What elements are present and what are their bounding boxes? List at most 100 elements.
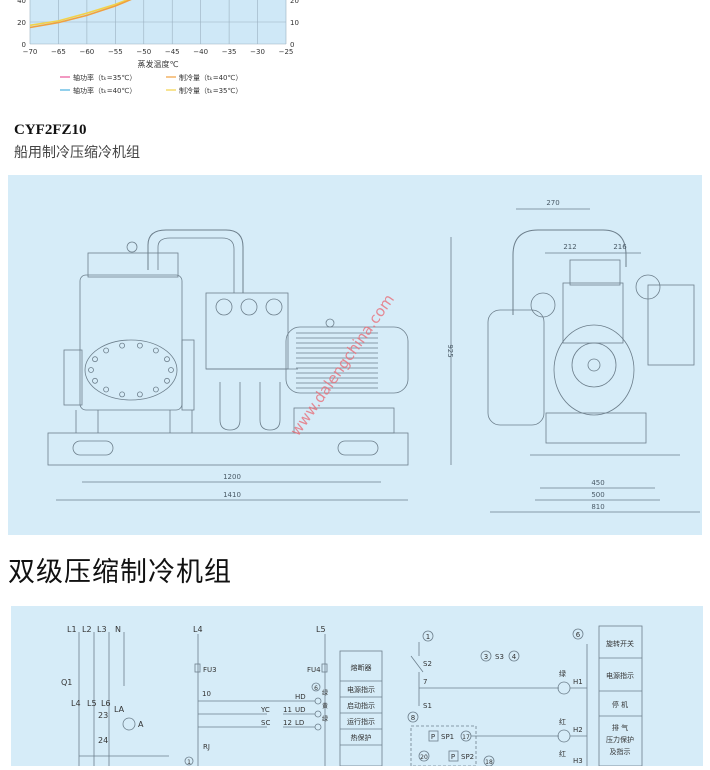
node-4: [508, 650, 520, 662]
label-l2: L2: [82, 625, 92, 634]
dim-500: 500: [591, 491, 604, 499]
oil-separator-left: [219, 382, 241, 431]
label-yc: YC: [260, 706, 270, 714]
label-7: 7: [423, 678, 427, 686]
legend-mid-1: 电源指示: [347, 685, 375, 694]
label-l6-left: L6: [101, 699, 111, 708]
legend: 轴功率（tₖ=35℃）制冷量（tₖ=40℃）轴功率（tₖ=40℃）制冷量（tₖ=…: [60, 73, 242, 95]
label-h2: H2: [573, 726, 583, 734]
label-p1: P: [431, 733, 435, 741]
legend-table-right: [598, 625, 643, 767]
valve-left: [530, 292, 556, 318]
y-right-tick-label: 0: [290, 41, 294, 49]
motor-fins: [296, 332, 378, 389]
section-title: 双级压缩制冷机组: [8, 557, 232, 588]
label-fu4: FU4: [307, 666, 321, 674]
x-tick-label: −30: [250, 48, 265, 56]
node-4-label: 4: [512, 653, 517, 661]
dim-270: 270: [546, 199, 559, 207]
discharge-pipe-inner: [157, 237, 235, 293]
x-tick-label: −25: [279, 48, 294, 56]
node-3: [480, 650, 492, 662]
side-head: [569, 259, 621, 286]
node-3-label: 3: [484, 653, 488, 661]
node-1: [422, 630, 434, 642]
lamp-h2: [557, 729, 571, 743]
y-left-tick-label: 0: [22, 41, 26, 49]
node-17-label: 17: [462, 734, 470, 741]
power-supply-section: L1 L2 L3 N Q1 L4 L5 L6 23 24 LA A: [61, 625, 169, 766]
bolt: [92, 356, 98, 363]
label-red-h3: 红: [559, 749, 566, 758]
side-control-box: [647, 284, 695, 366]
side-view: 270 212 216 450 500 810: [487, 199, 700, 513]
label-green-h1: 绿: [559, 669, 566, 678]
label-p2: P: [451, 753, 455, 761]
x-tick-label: −45: [165, 48, 180, 56]
node-1-mid-label: 1: [187, 759, 191, 766]
label-l5-mid: L5: [316, 625, 326, 634]
dim-1200: 1200: [223, 473, 241, 481]
base-slot-right: [337, 440, 379, 456]
label-l1: L1: [67, 625, 77, 634]
dim-212: 212: [563, 243, 576, 251]
bolt: [136, 342, 143, 349]
label-11: 11: [283, 706, 292, 714]
side-body-top: [562, 282, 624, 344]
label-ud: UD: [295, 706, 306, 714]
lamp-h1: [557, 681, 571, 695]
bolt: [103, 347, 109, 354]
label-s2: S2: [423, 660, 432, 668]
grid: [29, 0, 287, 45]
legend-table-mid: [339, 650, 383, 767]
switch-sp1: [428, 730, 439, 742]
label-a: A: [138, 720, 144, 729]
label-24: 24: [98, 736, 108, 745]
x-ticks: −70−65−60−55−50−45−40−35−30−25: [23, 48, 294, 56]
product-subtitle: 船用制冷压缩冷机组: [14, 145, 140, 161]
legend-mid-0: 熔断器: [351, 663, 372, 672]
lamp-ld: [314, 723, 322, 731]
side-base: [545, 412, 647, 444]
x-axis-label: 蒸发温度℃: [138, 59, 179, 69]
bolt: [119, 391, 125, 398]
legend-mid-4: 热保护: [351, 733, 372, 742]
legend-right-1: 电源指示: [606, 671, 634, 680]
bolt: [103, 386, 109, 393]
protection-section: 1 S2 7 3 S3 4 S1 8 P SP1 17 20 P SP2: [407, 625, 643, 767]
label-s3: S3: [495, 653, 504, 661]
label-12: 12: [283, 719, 292, 727]
label-l5-left: L5: [87, 699, 97, 708]
control-section: L4 L5 FU3 FU4 10 YC SC 11 12 HD UD LD 绿 …: [184, 625, 383, 767]
label-fu3: FU3: [203, 666, 217, 674]
bolt: [152, 347, 159, 354]
legend-right-5: 及指示: [610, 747, 631, 756]
bolt: [88, 367, 94, 373]
legend-mid-3: 运行指示: [347, 717, 375, 726]
cover-bolts: [88, 342, 174, 398]
dim-216: 216: [613, 243, 627, 251]
circuit-diagram-panel: L1 L2 L3 N Q1 L4 L5 L6 23 24 LA A L4 L5 …: [11, 606, 703, 767]
legend-right-4: 压力保护: [606, 735, 634, 744]
label-hd: HD: [295, 693, 306, 701]
legend-label: 制冷量（tₖ=35℃）: [179, 86, 242, 95]
label-sp2: SP2: [461, 753, 474, 761]
side-flange-round: [571, 342, 617, 388]
technical-drawing-panel: 1200 1410 925 270 212: [8, 175, 702, 535]
node-6-mid-label: 6: [314, 685, 318, 692]
discharge-pipe: [147, 229, 244, 293]
product-code: CYF2FZ10: [14, 122, 87, 138]
dim-1410: 1410: [223, 491, 241, 499]
motor-lifting-eye: [325, 318, 335, 328]
circuit-diagram: L1 L2 L3 N Q1 L4 L5 L6 23 24 LA A L4 L5 …: [61, 625, 643, 767]
dim-810: 810: [591, 503, 604, 511]
label-n: N: [115, 625, 121, 634]
label-h1: H1: [573, 678, 583, 686]
base-frame: [47, 432, 409, 466]
node-6: [572, 628, 584, 640]
ammeter: [122, 717, 136, 731]
x-tick-label: −55: [108, 48, 123, 56]
label-l3: L3: [97, 625, 107, 634]
x-tick-label: −50: [136, 48, 151, 56]
